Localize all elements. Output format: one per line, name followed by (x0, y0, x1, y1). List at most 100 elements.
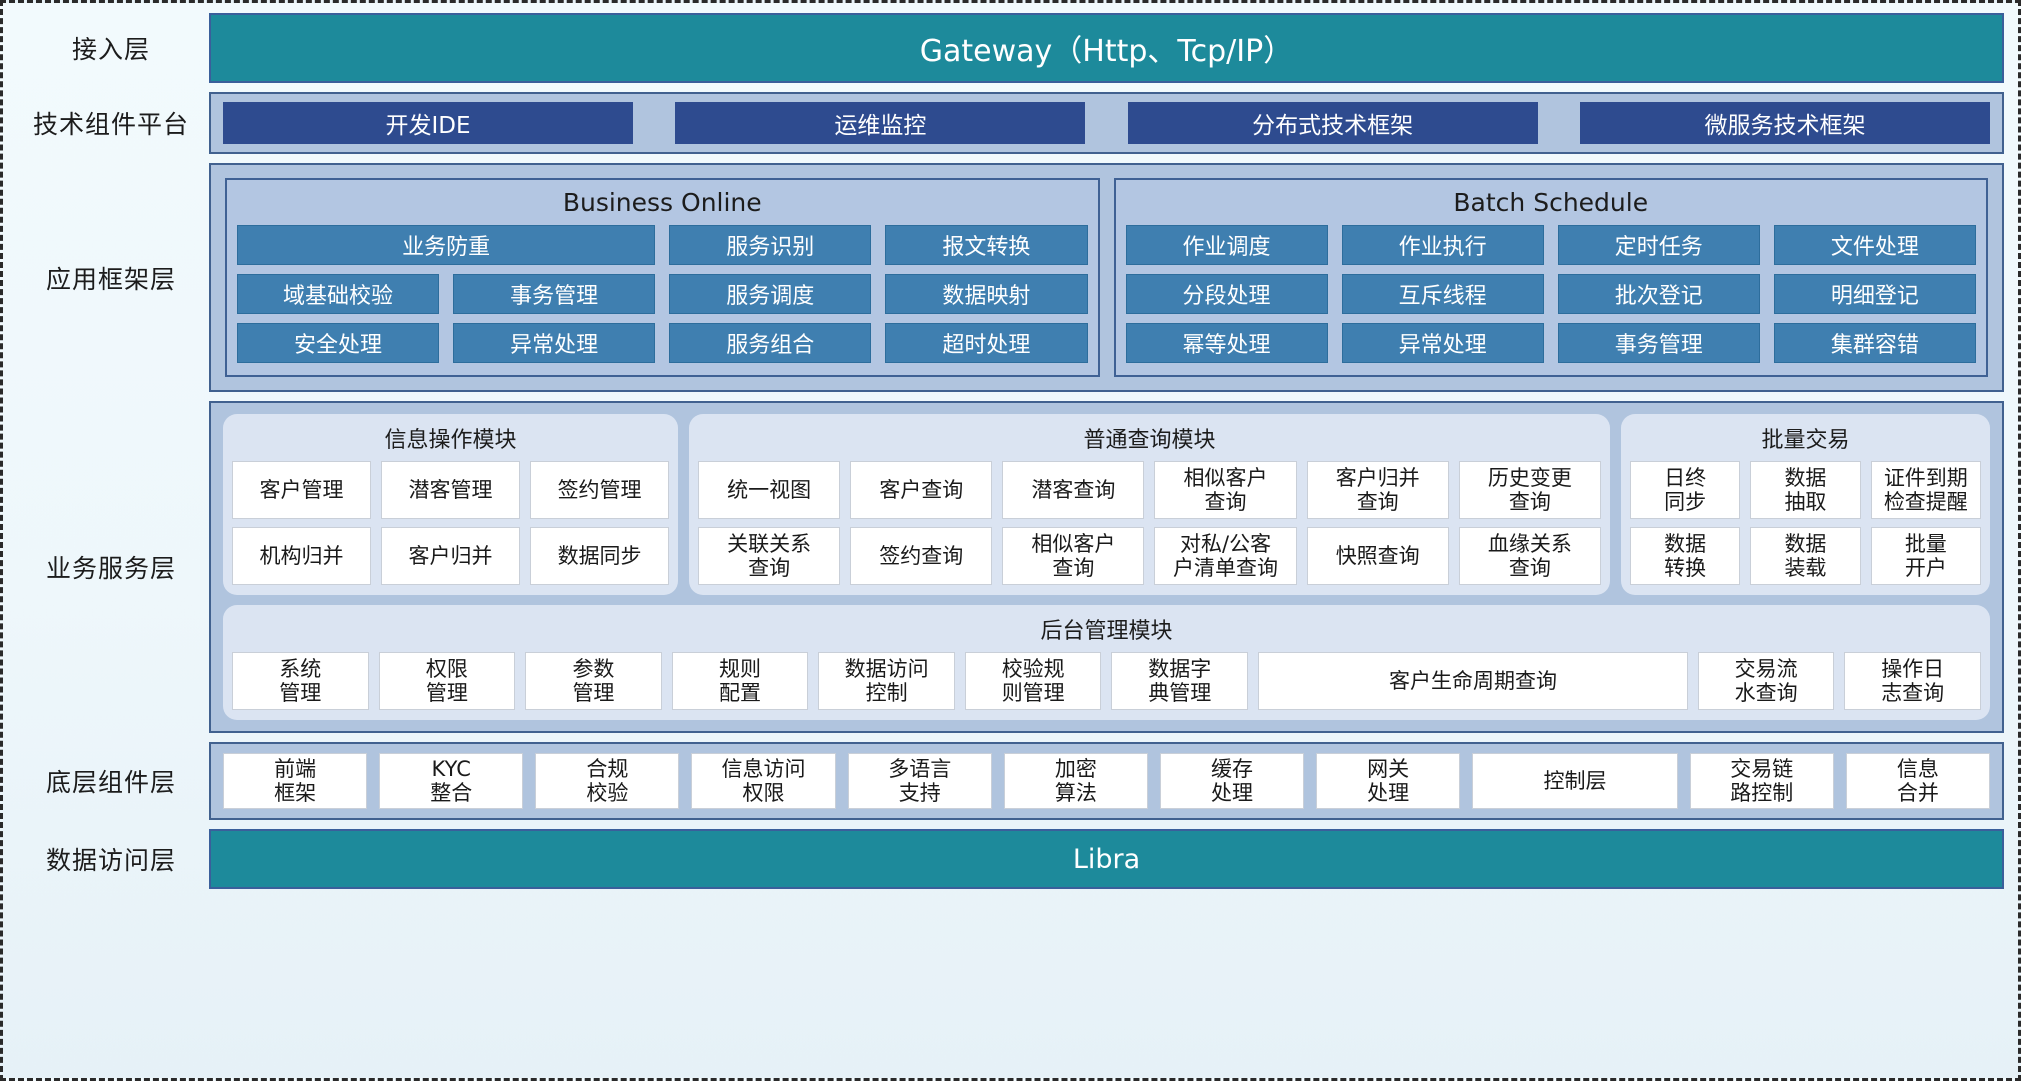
component-box-1[interactable]: 前端 框架 (223, 753, 368, 809)
admin-module-box-7[interactable]: 数据字 典管理 (1111, 652, 1249, 710)
batch-module-box-2[interactable]: 数据 抽取 (1750, 461, 1861, 519)
query-module-box-11[interactable]: 快照查询 (1306, 527, 1449, 585)
tech-chip-distributed[interactable]: 分布式技术框架 (1127, 102, 1538, 144)
batch-schedule-chip-11[interactable]: 事务管理 (1557, 323, 1760, 363)
query-module-box-2[interactable]: 客户查询 (850, 461, 993, 519)
query-module-card: 普通查询模块 统一视图客户查询潜客查询相似客户 查询客户归并 查询历史变更 查询… (689, 414, 1610, 595)
business-online-chip-2[interactable]: 服务识别 (669, 225, 872, 265)
layer-label-dataaccess: 数据访问层 (45, 846, 176, 875)
query-module-box-4[interactable]: 相似客户 查询 (1154, 461, 1297, 519)
batch-schedule-title: Batch Schedule (1453, 188, 1649, 217)
business-online-panel: Business Online 业务防重服务识别报文转换域基础校验事务管理服务调… (225, 178, 1100, 377)
info-module-title: 信息操作模块 (384, 428, 517, 453)
layer-body-access: Gateway（Http、Tcp/IP） (209, 13, 2004, 83)
libra-bar[interactable]: Libra (209, 829, 2004, 889)
business-online-title: Business Online (562, 188, 762, 217)
query-module-box-9[interactable]: 相似客户 查询 (1002, 527, 1145, 585)
batch-module-box-4[interactable]: 数据 转换 (1629, 527, 1741, 585)
layer-label-access: 接入层 (71, 35, 150, 64)
component-box-3[interactable]: 合规 校验 (535, 753, 680, 809)
admin-module-box-9[interactable]: 交易流 水查询 (1697, 652, 1835, 710)
batch-schedule-chip-8[interactable]: 明细登记 (1773, 274, 1976, 314)
business-online-chip-8[interactable]: 安全处理 (237, 323, 440, 363)
batch-module-box-1[interactable]: 日终 同步 (1629, 461, 1741, 519)
batch-module-box-3[interactable]: 证件到期 检查提醒 (1870, 461, 1981, 519)
batch-schedule-chip-9[interactable]: 幂等处理 (1125, 323, 1328, 363)
batch-module-box-5[interactable]: 数据 装载 (1750, 527, 1861, 585)
tech-chip-microservice[interactable]: 微服务技术框架 (1580, 102, 1990, 144)
gateway-bar[interactable]: Gateway（Http、Tcp/IP） (209, 13, 2004, 83)
layer-row-dataaccess: 数据访问层 Libra (13, 829, 2004, 889)
query-module-box-7[interactable]: 关联关系 查询 (698, 527, 841, 585)
admin-module-grid: 系统 管理权限 管理参数 管理规则 配置数据访问 控制校验规 则管理数据字 典管… (232, 652, 1981, 710)
batch-schedule-chip-2[interactable]: 作业执行 (1341, 225, 1544, 265)
component-box-9[interactable]: 控制层 (1472, 753, 1678, 809)
business-online-chip-7[interactable]: 数据映射 (885, 274, 1088, 314)
layer-row-tech: 技术组件平台 开发IDE 运维监控 分布式技术框架 微服务技术框架 (13, 92, 2004, 154)
admin-module-box-8[interactable]: 客户生命周期查询 (1258, 652, 1688, 710)
business-online-chip-4[interactable]: 域基础校验 (237, 274, 440, 314)
layer-body-dataaccess: Libra (209, 829, 2004, 889)
batch-module-box-6[interactable]: 批量 开户 (1870, 527, 1981, 585)
component-box-4[interactable]: 信息访问 权限 (691, 753, 836, 809)
component-box-10[interactable]: 交易链 路控制 (1689, 753, 1834, 809)
business-online-grid: 业务防重服务识别报文转换域基础校验事务管理服务调度数据映射安全处理异常处理服务组… (237, 225, 1088, 363)
business-online-chip-9[interactable]: 异常处理 (453, 323, 656, 363)
business-online-chip-1[interactable]: 业务防重 (237, 225, 656, 265)
layer-row-bizservice: 业务服务层 信息操作模块 客户管理潜客管理签约管理机构归并客户归并数据同步 普通… (13, 401, 2004, 733)
query-module-box-6[interactable]: 历史变更 查询 (1458, 461, 1601, 519)
tech-chip-ide[interactable]: 开发IDE (223, 102, 633, 144)
layer-body-bizservice: 信息操作模块 客户管理潜客管理签约管理机构归并客户归并数据同步 普通查询模块 统… (209, 401, 2004, 733)
info-module-box-5[interactable]: 客户归并 (381, 527, 521, 585)
component-box-11[interactable]: 信息 合并 (1845, 753, 1990, 809)
batch-schedule-chip-6[interactable]: 互斥线程 (1341, 274, 1544, 314)
query-module-box-12[interactable]: 血缘关系 查询 (1458, 527, 1601, 585)
layer-label-appframe: 应用框架层 (45, 264, 176, 294)
info-module-card: 信息操作模块 客户管理潜客管理签约管理机构归并客户归并数据同步 (223, 414, 679, 595)
business-online-chip-6[interactable]: 服务调度 (669, 274, 872, 314)
layer-label-bizservice: 业务服务层 (45, 554, 176, 583)
business-service-top-row: 信息操作模块 客户管理潜客管理签约管理机构归并客户归并数据同步 普通查询模块 统… (223, 414, 1990, 595)
admin-module-box-6[interactable]: 校验规 则管理 (964, 652, 1102, 710)
admin-module-box-2[interactable]: 权限 管理 (378, 652, 516, 710)
admin-module-box-1[interactable]: 系统 管理 (232, 652, 369, 710)
query-module-box-5[interactable]: 客户归并 查询 (1306, 461, 1449, 519)
batch-schedule-chip-12[interactable]: 集群容错 (1773, 323, 1976, 363)
business-online-chip-3[interactable]: 报文转换 (885, 225, 1088, 265)
batch-schedule-chip-3[interactable]: 定时任务 (1557, 225, 1760, 265)
tech-chip-ops[interactable]: 运维监控 (675, 102, 1086, 144)
admin-module-box-10[interactable]: 操作日 志查询 (1844, 652, 1981, 710)
admin-module-box-5[interactable]: 数据访问 控制 (818, 652, 955, 710)
component-box-7[interactable]: 缓存 处理 (1159, 753, 1305, 809)
component-box-2[interactable]: KYC 整合 (379, 753, 524, 809)
component-box-8[interactable]: 网关 处理 (1316, 753, 1461, 809)
info-module-box-2[interactable]: 潜客管理 (381, 461, 521, 519)
query-module-box-1[interactable]: 统一视图 (698, 461, 841, 519)
admin-module-box-3[interactable]: 参数 管理 (525, 652, 662, 710)
admin-module-box-4[interactable]: 规则 配置 (671, 652, 809, 710)
business-online-chip-11[interactable]: 超时处理 (885, 323, 1088, 363)
component-box-6[interactable]: 加密 算法 (1003, 753, 1148, 809)
batch-schedule-chip-10[interactable]: 异常处理 (1341, 323, 1544, 363)
batch-schedule-chip-1[interactable]: 作业调度 (1125, 225, 1328, 265)
query-module-box-8[interactable]: 签约查询 (850, 527, 993, 585)
info-module-box-1[interactable]: 客户管理 (232, 461, 372, 519)
business-online-chip-5[interactable]: 事务管理 (453, 274, 656, 314)
info-module-grid: 客户管理潜客管理签约管理机构归并客户归并数据同步 (232, 461, 670, 585)
layer-body-tech: 开发IDE 运维监控 分布式技术框架 微服务技术框架 (209, 92, 2004, 154)
layer-label-component: 底层组件层 (45, 768, 176, 797)
info-module-box-3[interactable]: 签约管理 (530, 461, 670, 519)
batch-schedule-chip-4[interactable]: 文件处理 (1773, 225, 1976, 265)
component-box-5[interactable]: 多语言 支持 (847, 753, 992, 809)
business-online-chip-10[interactable]: 服务组合 (669, 323, 872, 363)
batch-schedule-chip-7[interactable]: 批次登记 (1557, 274, 1760, 314)
info-module-box-6[interactable]: 数据同步 (530, 527, 670, 585)
business-service-panel: 信息操作模块 客户管理潜客管理签约管理机构归并客户归并数据同步 普通查询模块 统… (209, 401, 2004, 733)
batch-schedule-grid: 作业调度作业执行定时任务文件处理分段处理互斥线程批次登记明细登记幂等处理异常处理… (1125, 225, 1976, 363)
query-module-box-3[interactable]: 潜客查询 (1002, 461, 1145, 519)
info-module-box-4[interactable]: 机构归并 (232, 527, 372, 585)
query-module-box-10[interactable]: 对私/公客 户清单查询 (1154, 527, 1297, 585)
batch-schedule-chip-5[interactable]: 分段处理 (1125, 274, 1328, 314)
